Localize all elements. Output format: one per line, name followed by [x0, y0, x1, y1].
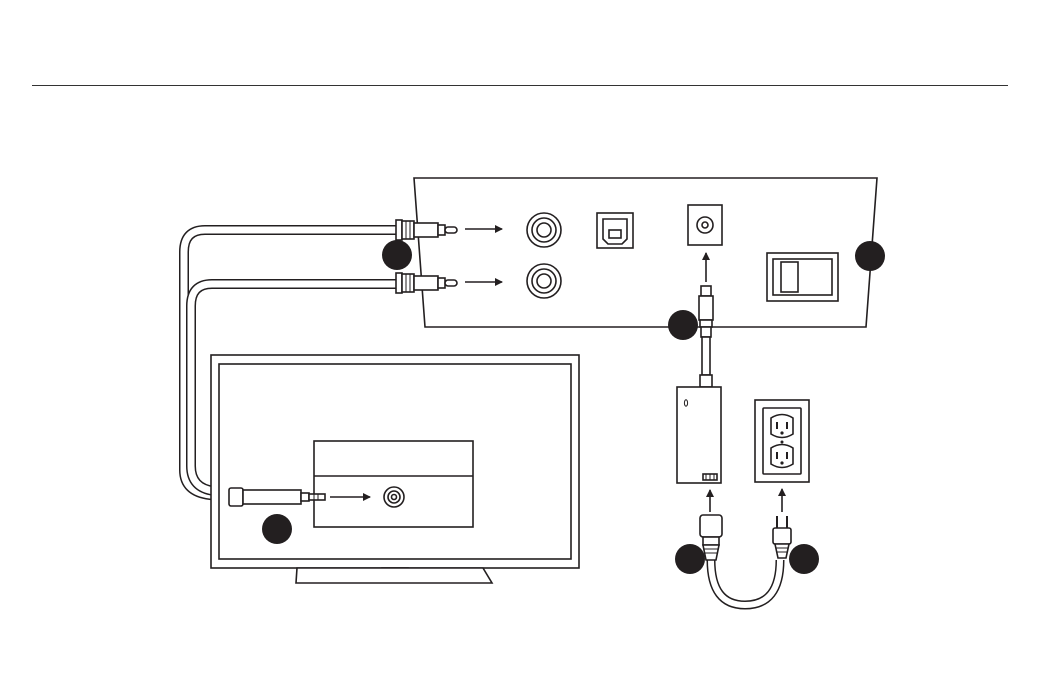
wall-outlet	[755, 400, 809, 482]
tv	[211, 355, 579, 583]
wall-plug	[773, 516, 791, 558]
tv-aux-jack	[384, 487, 404, 507]
callout-rca-plugs	[382, 240, 412, 270]
power-adapter	[677, 387, 721, 483]
dc-plug	[699, 286, 713, 337]
dc-power-jack	[688, 205, 722, 245]
callout-aux-plug	[262, 514, 292, 544]
power-switch	[767, 253, 838, 301]
rca-jack-bottom	[527, 264, 561, 298]
power-cord	[711, 560, 780, 605]
optical-port	[597, 213, 633, 248]
callout-iec-plug	[675, 544, 705, 574]
adapter-cable	[700, 337, 712, 387]
callout-wall-plug	[789, 544, 819, 574]
callout-dc-plug	[668, 310, 698, 340]
rca-jack-top	[527, 213, 561, 247]
callout-panel	[855, 241, 885, 271]
